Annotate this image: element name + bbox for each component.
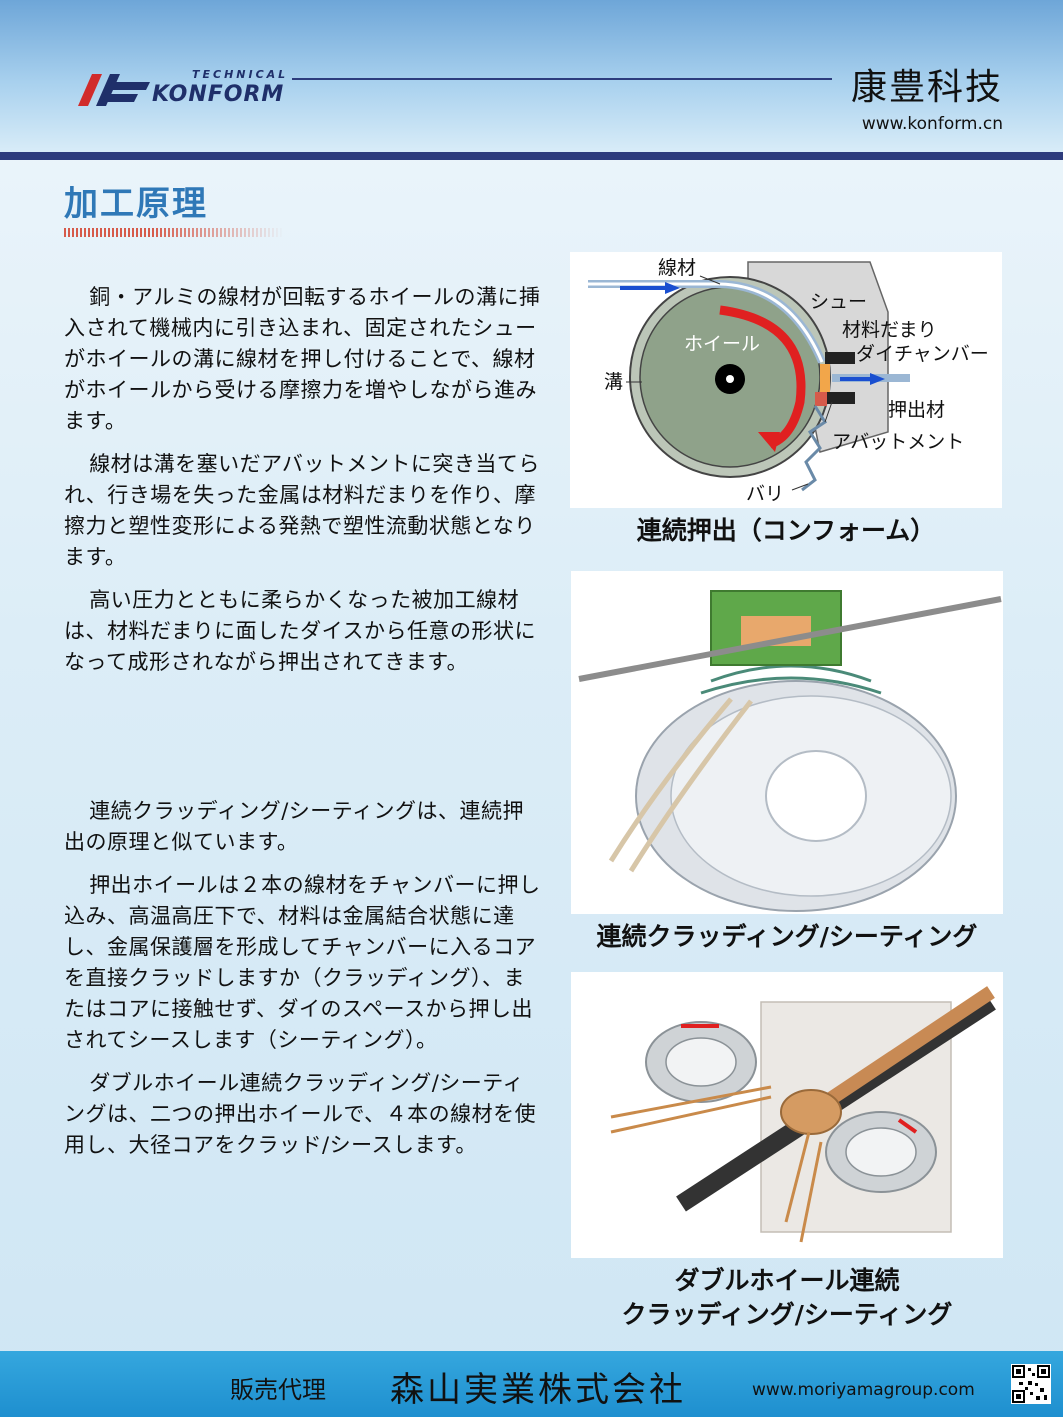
figure-conform-diagram: 線材 シュー 材料だまり ダイチャンバー ホイール 溝 押出材 アバットメント … [570, 252, 1002, 508]
label-groove: 溝 [604, 371, 623, 393]
text-block-principle: 銅・アルミの線材が回転するホイールの溝に挿入されて機械内に引き込まれ、固定された… [64, 282, 544, 690]
footer-company: 森山実業株式会社 [390, 1370, 686, 1410]
label-burr: バリ [746, 483, 784, 505]
die-bottom [825, 392, 855, 404]
leader-line [699, 275, 721, 285]
footer-url: www.moriyamagroup.com [752, 1380, 975, 1400]
label-abutment: アバットメント [832, 431, 964, 453]
wheel-left-hole [665, 1037, 737, 1087]
cable-sheath [807, 986, 995, 1118]
section-title: 加工原理 [64, 184, 208, 224]
label-wheel: ホイール [684, 333, 760, 355]
figure-double-wheel-illustration [571, 972, 1003, 1258]
label-material-pool: 材料だまり [842, 319, 937, 341]
page-footer [0, 1351, 1063, 1417]
rotation-arrow [719, 305, 806, 449]
wheel-right-hole [845, 1127, 917, 1177]
figure-cladding-illustration [571, 571, 1003, 914]
paragraph: 押出ホイールは２本の線材をチャンバーに押し込み、高温高圧下で、材料は金属結合状態… [64, 873, 541, 1052]
double-wheel-svg [610, 986, 996, 1243]
feed-wire [610, 1085, 772, 1119]
wheel-axle [726, 375, 734, 383]
paragraph: 高い圧力とともに柔らかくなった被加工線材は、材料だまりに面したダイスから任意の形… [64, 588, 536, 674]
rotation-arrow-right [897, 1118, 918, 1134]
text-block-cladding: 連続クラッディング/シーティングは、連続押出の原理と似ています。 押出ホイールは… [64, 796, 544, 1173]
figure3-caption: ダブルホイール連続 クラッディング/シーティング [571, 1264, 1003, 1332]
label-shoe: シュー [810, 291, 867, 313]
figure3-caption-line1: ダブルホイール連続 [674, 1266, 900, 1295]
kf-logo-icon [78, 74, 150, 106]
feed-wire [628, 699, 753, 873]
brand-name: 康豊科技 [850, 67, 1003, 108]
wheel-hole [765, 750, 867, 842]
figure3-caption-line2: クラッディング/シーティング [621, 1300, 953, 1329]
page-header [0, 0, 1063, 152]
label-extrudate: 押出材 [888, 399, 945, 421]
paragraph: 銅・アルミの線材が回転するホイールの溝に挿入されて機械内に引き込まれ、固定された… [64, 285, 541, 433]
rotation-arrow-head [758, 432, 780, 452]
cladding-illustration-svg [578, 590, 1002, 912]
qr-code-svg [1012, 1365, 1050, 1403]
header-rule [292, 78, 832, 80]
groove-line [710, 664, 872, 683]
wire-in-highlight [588, 282, 824, 363]
paragraph: ダブルホイール連続クラッディング/シーティングは、二つの押出ホイールで、４本の線… [64, 1071, 537, 1157]
figure1-caption: 連続押出（コンフォーム） [636, 516, 936, 545]
konform-logo: TECHNICAL KONFORM [72, 68, 292, 110]
feed-wire [610, 1095, 772, 1134]
logo-konform-text: KONFORM [152, 82, 285, 107]
groove-line [700, 676, 882, 695]
label-wire: 線材 [658, 257, 696, 279]
die-assembly [780, 1089, 842, 1135]
feed-wire [784, 1131, 811, 1223]
abutment-shape [815, 392, 827, 406]
brand-url: www.konform.cn [861, 114, 1003, 134]
label-die-chamber: ダイチャンバー [856, 343, 989, 365]
arrow-blue-in-head [665, 282, 680, 294]
arrow-blue-out-head [870, 373, 885, 385]
die-top [825, 352, 855, 364]
feed-wire [608, 697, 733, 863]
footer-label: 販売代理 [230, 1376, 326, 1404]
feed-wire [799, 1141, 823, 1243]
logo-technical-text: TECHNICAL [192, 68, 289, 81]
core-wire [578, 596, 1002, 682]
conform-diagram-svg: 線材 シュー 材料だまり ダイチャンバー ホイール 溝 押出材 アバットメント … [588, 257, 989, 505]
header-divider [0, 152, 1063, 160]
leader-line [824, 401, 833, 423]
leader-line [791, 483, 809, 491]
qr-code-icon [1011, 1364, 1051, 1404]
paragraph: 線材は溝を塞いだアバットメントに突き当てられ、行き場を失った金属は材料だまりを作… [64, 452, 540, 569]
material-pool-shape [820, 364, 830, 392]
title-underline [64, 228, 284, 237]
figure2-caption: 連続クラッディング/シーティング [596, 922, 978, 951]
paragraph: 連続クラッディング/シーティングは、連続押出の原理と似ています。 [64, 799, 525, 854]
